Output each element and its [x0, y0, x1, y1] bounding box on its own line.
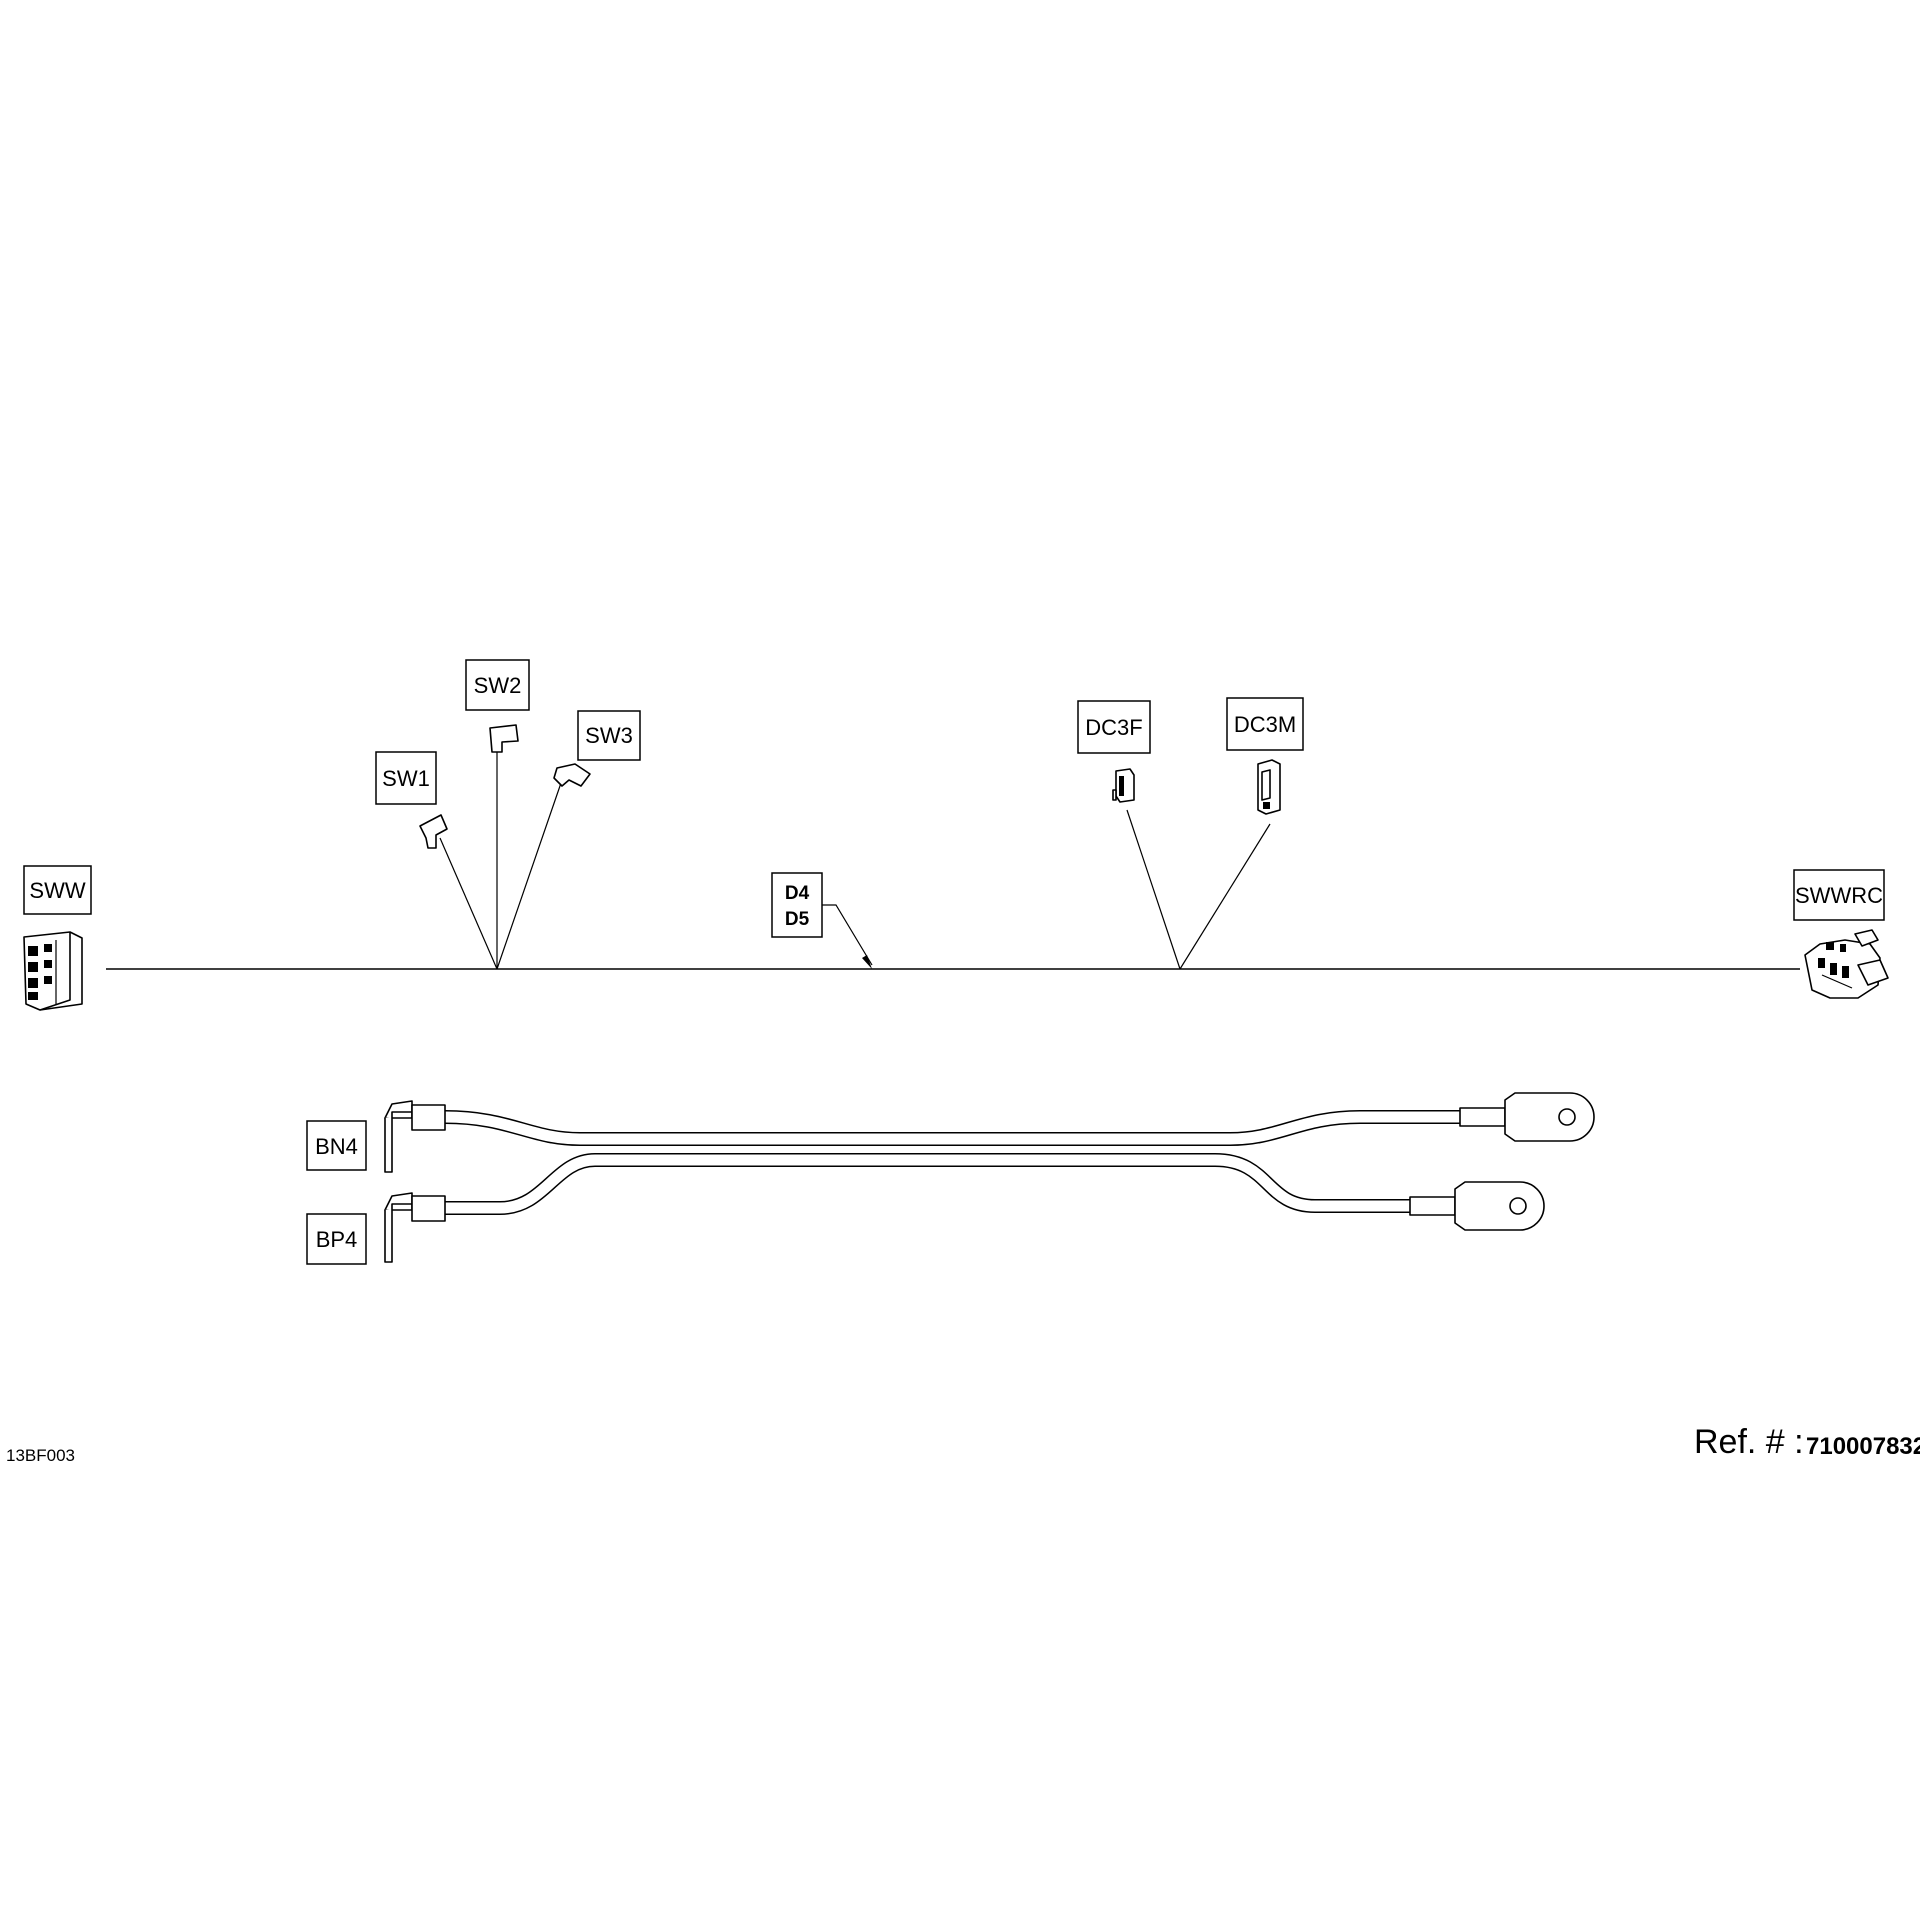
label-bp4: BP4 [306, 1213, 367, 1265]
bn4-cable [384, 1092, 1595, 1173]
label-sw1: SW1 [375, 751, 437, 805]
label-swwrc: SWWRC [1793, 869, 1885, 921]
label-bn4: BN4 [306, 1120, 367, 1171]
svg-text:SW1: SW1 [382, 766, 430, 791]
svg-text:SWWRC: SWWRC [1795, 883, 1883, 908]
drawing-code: 13BF003 [6, 1446, 75, 1465]
ref-number: 710007832 [1806, 1433, 1920, 1460]
sw2-terminal [489, 724, 519, 753]
dc3f-connector [1112, 768, 1135, 803]
d4-d5-arrow-leader [820, 904, 873, 969]
label-d4-d5: D4 D5 [771, 872, 823, 938]
label-sw3: SW3 [577, 710, 641, 761]
svg-text:BN4: BN4 [315, 1134, 358, 1159]
dc-branch-leaders [1126, 809, 1271, 970]
svg-text:D4: D4 [785, 883, 810, 904]
svg-text:DC3M: DC3M [1234, 712, 1296, 737]
sww-connector [23, 931, 83, 1011]
bp4-cable [384, 1153, 1545, 1263]
svg-text:DC3F: DC3F [1085, 715, 1142, 740]
sw-branch-leaders [439, 752, 562, 970]
label-dc3f: DC3F [1077, 700, 1151, 754]
svg-text:BP4: BP4 [316, 1227, 358, 1252]
label-dc3m: DC3M [1226, 697, 1304, 751]
svg-text:SW2: SW2 [474, 673, 522, 698]
sw1-terminal [419, 814, 448, 849]
sw3-terminal [553, 763, 591, 787]
svg-text:D5: D5 [785, 909, 810, 930]
svg-text:SWW: SWW [29, 878, 85, 903]
swwrc-connector [1804, 929, 1889, 999]
ref-prefix: Ref. # : [1694, 1423, 1804, 1461]
label-sw2: SW2 [465, 659, 530, 711]
label-sww: SWW [23, 865, 92, 915]
dc3m-connector [1257, 759, 1281, 815]
svg-text:SW3: SW3 [585, 723, 633, 748]
